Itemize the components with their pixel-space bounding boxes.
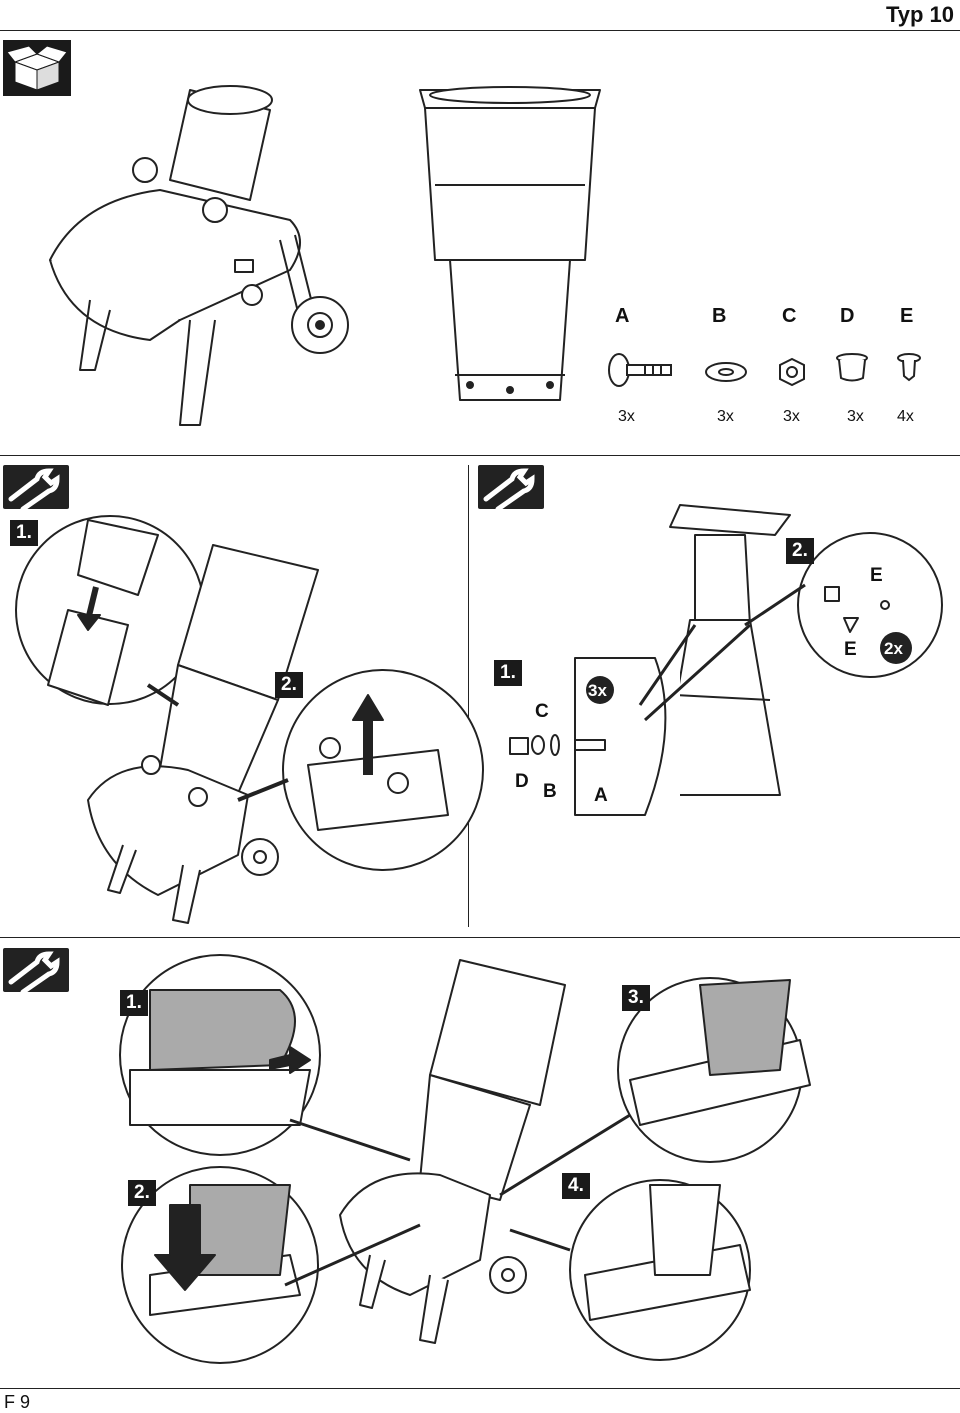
label-e-bottom: E [844,639,857,660]
assembly-step-right-illustration: 3x 2x C D B A E E [509,504,943,816]
label-e-top: E [870,565,883,586]
part-qty-b: 3x [717,408,734,425]
wrench-icon [478,465,544,512]
shredder-base-illustration [49,85,349,426]
label-b: B [543,781,557,802]
washer-icon [705,362,747,382]
part-qty-c: 3x [783,408,800,425]
section2-vertical-divider [468,465,469,927]
header-rule [0,30,960,31]
part-qty-d: 3x [847,408,864,425]
bolt-icon [608,353,672,387]
push-rivet-icon [897,353,921,382]
section-divider-1 [0,455,960,456]
step-label-1: 1. [10,520,38,546]
footer-rule [0,1388,960,1389]
page-type-title: Typ 10 [885,2,954,27]
badge-3x: 3x [588,681,607,700]
page-number: F 9 [4,1392,31,1412]
section-divider-2 [0,937,960,938]
box-unpack-icon [3,40,71,96]
step-label-4: 4. [562,1173,590,1199]
part-letter-e: E [900,305,914,327]
badge-2x: 2x [884,639,903,658]
step-label-1: 1. [120,990,148,1016]
assembly-step-left-illustration [15,515,484,924]
step-label-2: 2. [275,672,303,698]
step-label-2: 2. [128,1180,156,1206]
label-d: D [515,771,529,792]
step-label-2: 2. [786,538,814,564]
part-qty-e: 4x [897,408,914,425]
funnel-chute-illustration [419,86,601,401]
wrench-icon [3,465,69,512]
part-letter-a: A [615,305,630,327]
cap-icon [836,353,868,382]
step-label-3: 3. [622,985,650,1011]
part-letter-d: D [840,305,855,327]
part-letter-b: B [712,305,727,327]
part-qty-a: 3x [618,408,635,425]
wrench-icon [3,948,69,995]
part-letter-c: C [782,305,797,327]
step-label-1: 1. [494,660,522,686]
label-a: A [594,785,608,806]
nut-icon [779,357,805,387]
label-c: C [535,701,549,722]
final-assembly-illustration [119,954,811,1364]
